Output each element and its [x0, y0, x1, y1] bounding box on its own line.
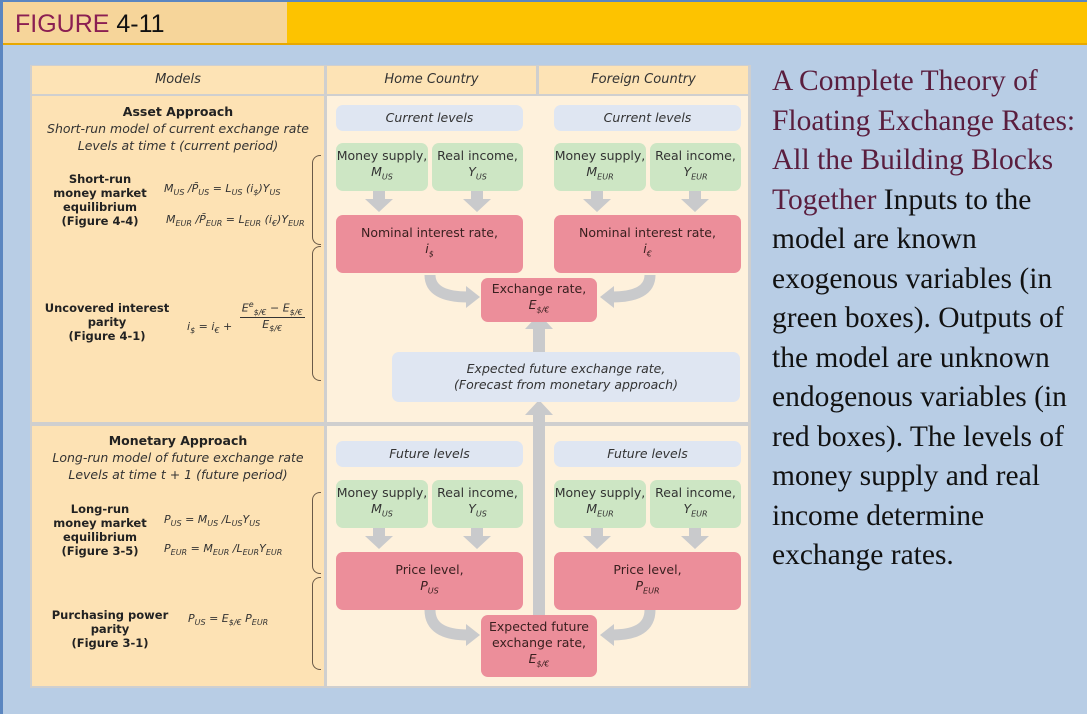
- equation-money-eur: MEUR /P̄EUR = LEUR (i€)YEUR: [166, 213, 305, 229]
- money-supply-eur-current: Money supply,MEUR: [554, 143, 646, 191]
- arrow-up-head: [525, 400, 553, 415]
- caption: A Complete Theory of Floating Exchange R…: [772, 62, 1084, 576]
- future-levels-foreign: Future levels: [554, 441, 741, 467]
- arrow-down: [365, 528, 393, 549]
- arrow-down: [583, 528, 611, 549]
- money-supply-us-current: Money supply,MUS: [336, 143, 428, 191]
- asset-approach-title: Asset Approach: [122, 104, 234, 119]
- price-level-us: Price level,PUS: [336, 552, 523, 610]
- arrow-head: [600, 624, 614, 646]
- figure-label: FIGURE 4-11: [15, 10, 165, 39]
- equation-price-eur: PEUR = MEUR /LEURYEUR: [164, 542, 283, 558]
- brace-long-run: [312, 492, 321, 574]
- equation-ppp: PUS = E$/€ PEUR: [188, 612, 269, 628]
- caption-body: Inputs to the model are known exogenous …: [772, 183, 1067, 572]
- header-models: Models: [32, 66, 324, 94]
- monetary-approach-subtitle: Long-run model of future exchange rate: [52, 450, 304, 465]
- asset-approach-levels: Levels at time t (current period): [77, 138, 279, 153]
- header-home-country: Home Country: [327, 66, 536, 94]
- arrow-up-shaft: [533, 410, 545, 620]
- price-level-eur: Price level,PEUR: [554, 552, 741, 610]
- expected-future-rate-box: Expected future exchange rate, (Forecast…: [392, 352, 740, 402]
- curved-arrow-right: [611, 274, 656, 303]
- real-income-eur-future: Real income,YEUR: [650, 480, 741, 528]
- equation-uip: i$ = i€ + Ee$/€ − E$/€ E$/€: [187, 300, 305, 335]
- real-income-eur-current: Real income,YEUR: [650, 143, 741, 191]
- flow-arrows: [365, 191, 709, 646]
- arrow-down: [681, 191, 709, 212]
- exchange-rate-box: Exchange rate,E$/€: [481, 278, 597, 322]
- arrow-head: [466, 286, 480, 308]
- ppp-label: Purchasing power parity(Figure 3-1): [51, 608, 169, 650]
- diagram: Models Home Country Foreign Country Asse…: [30, 65, 751, 688]
- monetary-approach-title: Monetary Approach: [108, 433, 248, 448]
- figure-tab: FIGURE 4-11: [3, 2, 287, 43]
- equation-price-us: PUS = MUS /LUSYUS: [164, 513, 261, 529]
- curved-arrow-left: [424, 609, 469, 641]
- arrow-up-shaft: [533, 323, 545, 353]
- arrow-down: [681, 528, 709, 549]
- arrow-head: [600, 286, 614, 308]
- future-levels-home: Future levels: [336, 441, 523, 467]
- header-foreign-country: Foreign Country: [539, 66, 748, 94]
- real-income-us-future: Real income,YUS: [432, 480, 523, 528]
- nominal-interest-rate-us: Nominal interest rate,i$: [336, 215, 523, 273]
- brace-uip: [312, 246, 321, 381]
- figure-number: 4-11: [116, 10, 165, 38]
- nominal-interest-rate-eur: Nominal interest rate,i€: [554, 215, 741, 273]
- current-levels-foreign: Current levels: [554, 105, 741, 131]
- monetary-approach-levels: Levels at time t + 1 (future period): [68, 467, 288, 482]
- curved-arrow-right: [611, 609, 656, 641]
- asset-approach-subtitle: Short-run model of current exchange rate: [47, 121, 309, 136]
- arrow-down: [583, 191, 611, 212]
- arrow-head: [466, 624, 480, 646]
- arrow-down: [463, 191, 491, 212]
- current-levels-home: Current levels: [336, 105, 523, 131]
- arrow-down: [463, 528, 491, 549]
- arrow-down: [365, 191, 393, 212]
- brace-short-run: [312, 155, 321, 245]
- monetary-approach-pane: Monetary Approach Long-run model of futu…: [32, 426, 324, 686]
- curved-arrow-left: [424, 274, 469, 303]
- figure-word: FIGURE: [15, 10, 110, 38]
- caption-title: A Complete Theory of Floating Exchange R…: [772, 65, 1076, 216]
- equation-money-us: MUS /P̄US = LUS (i$)YUS: [164, 182, 281, 198]
- asset-approach-pane: Asset Approach Short-run model of curren…: [32, 96, 324, 422]
- real-income-us-current: Real income,YUS: [432, 143, 523, 191]
- money-supply-eur-future: Money supply,MEUR: [554, 480, 646, 528]
- brace-ppp: [312, 577, 321, 670]
- money-supply-us-future: Money supply,MUS: [336, 480, 428, 528]
